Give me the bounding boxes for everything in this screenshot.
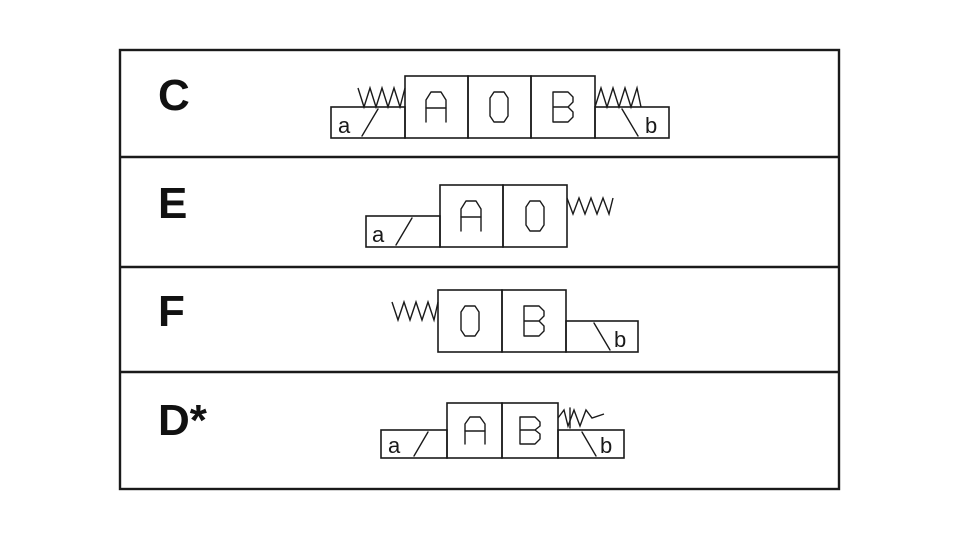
glyph-a — [460, 200, 482, 232]
solenoid-b-label: b — [645, 113, 657, 138]
solenoid-a-label: a — [338, 113, 351, 138]
spring-icon — [566, 196, 614, 217]
solenoid-b-slash — [621, 108, 639, 137]
solenoid-b-box — [565, 320, 639, 353]
detent-spring-icon — [557, 408, 605, 429]
spring-icon — [357, 85, 406, 110]
row-f: F b — [158, 287, 639, 353]
glyph-b — [519, 416, 541, 445]
solenoid-b-label: b — [614, 327, 626, 352]
row-label-e: E — [158, 179, 187, 228]
position-box-0 — [467, 75, 532, 139]
glyph-0 — [525, 200, 545, 232]
row-label-c: C — [158, 71, 190, 120]
solenoid-a-slash — [413, 431, 429, 457]
row-label-d-star: D* — [158, 396, 208, 445]
solenoid-b-label: b — [600, 433, 612, 458]
row-d-star: D* a b — [158, 396, 625, 459]
glyph-0 — [460, 305, 480, 337]
row-e: E a — [158, 179, 614, 248]
position-box-a — [439, 184, 504, 248]
row-c: C a b — [158, 71, 670, 139]
solenoid-b-slash — [593, 322, 611, 351]
glyph-b — [523, 305, 545, 337]
solenoid-a-label: a — [388, 433, 401, 458]
glyph-a — [425, 91, 447, 123]
solenoid-b-box — [557, 429, 625, 459]
spring-icon — [391, 299, 439, 323]
solenoid-a-slash — [361, 108, 379, 137]
spring-icon — [594, 85, 642, 110]
position-box-0 — [502, 184, 568, 248]
solenoid-b-box — [594, 106, 670, 139]
solenoid-a-label: a — [372, 222, 385, 247]
glyph-0 — [489, 91, 509, 123]
glyph-b — [552, 91, 574, 123]
row-label-f: F — [158, 287, 185, 336]
position-box-a — [404, 75, 469, 139]
solenoid-b-slash — [581, 431, 597, 457]
glyph-a — [464, 416, 486, 445]
table-frame — [118, 48, 841, 491]
solenoid-a-slash — [395, 217, 413, 246]
position-box-0 — [437, 289, 503, 353]
